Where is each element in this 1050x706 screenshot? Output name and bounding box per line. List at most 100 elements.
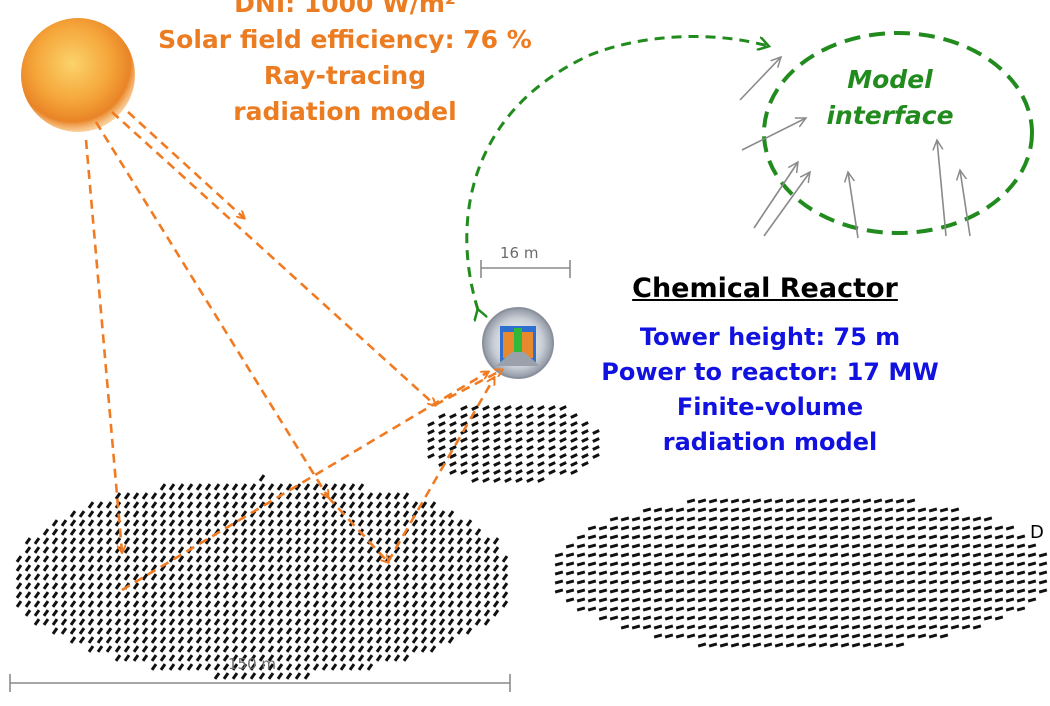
heliostat-mirror [258, 555, 266, 563]
heliostat-mirror [609, 588, 619, 594]
heliostat-mirror [321, 564, 329, 572]
heliostat-mirror [895, 525, 905, 531]
heliostat-mirror [471, 445, 479, 451]
heliostat-mirror [186, 600, 194, 608]
heliostat-mirror [928, 579, 938, 585]
heliostat-mirror [456, 528, 464, 536]
heliostat-mirror [258, 627, 266, 635]
heliostat-mirror [240, 573, 248, 581]
heliostat-mirror [983, 606, 993, 612]
heliostat-mirror [258, 573, 266, 581]
heliostat-mirror [471, 461, 479, 467]
heliostat-mirror [132, 510, 140, 518]
heliostat-mirror [357, 645, 365, 653]
heliostat-mirror [249, 636, 257, 644]
heliostat-mirror [1038, 579, 1048, 585]
heliostat-mirror [87, 564, 95, 572]
heliostat-mirror [258, 636, 266, 644]
ray-line [386, 378, 494, 563]
heliostat-mirror [402, 636, 410, 644]
heliostat-mirror [884, 498, 894, 504]
heliostat-mirror [222, 555, 230, 563]
heliostat-mirror [1016, 606, 1026, 612]
heliostat-mirror [312, 627, 320, 635]
heliostat-mirror [96, 636, 104, 644]
heliostat-mirror [884, 633, 894, 639]
heliostat-mirror [186, 555, 194, 563]
heliostat-mirror [620, 615, 630, 621]
heliostat-mirror [950, 552, 960, 558]
heliostat-mirror [303, 519, 311, 527]
heliostat-mirror [873, 597, 883, 603]
heliostat-mirror [375, 654, 383, 662]
heliostat-mirror [587, 597, 597, 603]
heliostat-mirror [339, 627, 347, 635]
heliostat-mirror [159, 582, 167, 590]
heliostat-mirror [862, 606, 872, 612]
heliostat-mirror [186, 591, 194, 599]
heliostat-mirror [276, 537, 284, 545]
heliostat-mirror [829, 552, 839, 558]
heliostat-mirror [895, 552, 905, 558]
heliostat-mirror [168, 555, 176, 563]
heliostat-mirror [141, 636, 149, 644]
heliostat-mirror [741, 570, 751, 576]
heliostat-mirror [240, 564, 248, 572]
heliostat-mirror [570, 461, 578, 467]
heliostat-mirror [730, 561, 740, 567]
heliostat-mirror [393, 519, 401, 527]
heliostat-mirror [150, 519, 158, 527]
heliostat-mirror [249, 564, 257, 572]
heliostat-mirror [818, 606, 828, 612]
heliostat-mirror [456, 546, 464, 554]
heliostat-mirror [471, 405, 479, 411]
heliostat-mirror [840, 507, 850, 513]
heliostat-mirror [168, 627, 176, 635]
heliostat-mirror [321, 600, 329, 608]
heliostat-mirror [240, 555, 248, 563]
field-efficiency-label: Solar field efficiency: 76 % [158, 25, 532, 54]
heliostat-mirror [763, 516, 773, 522]
heliostat-mirror [213, 609, 221, 617]
heliostat-mirror [917, 606, 927, 612]
heliostat-mirror [24, 582, 32, 590]
heliostat-mirror [939, 507, 949, 513]
heliostat-mirror [840, 624, 850, 630]
heliostat-mirror [1016, 570, 1026, 576]
heliostat-mirror [186, 654, 194, 662]
heliostat-mirror [375, 492, 383, 500]
heliostat-mirror [258, 600, 266, 608]
heliostat-mirror [873, 615, 883, 621]
heliostat-mirror [168, 564, 176, 572]
heliostat-mirror [686, 615, 696, 621]
heliostat-mirror [906, 507, 916, 513]
heliostat-mirror [537, 429, 545, 435]
heliostat-mirror [402, 618, 410, 626]
heliostat-mirror [357, 546, 365, 554]
heliostat-mirror [87, 627, 95, 635]
heliostat-mirror [686, 570, 696, 576]
heliostat-mirror [576, 534, 586, 540]
heliostat-mirror [504, 405, 512, 411]
heliostat-mirror [642, 579, 652, 585]
heliostat-mirror [719, 507, 729, 513]
heliostat-mirror [186, 645, 194, 653]
heliostat-mirror [204, 636, 212, 644]
heliostat-mirror [719, 498, 729, 504]
heliostat-mirror [785, 588, 795, 594]
heliostat-mirror [222, 582, 230, 590]
heliostat-mirror [213, 618, 221, 626]
heliostat-mirror [493, 469, 501, 475]
heliostat-mirror [96, 582, 104, 590]
heliostat-mirror [642, 597, 652, 603]
heliostat-mirror [87, 600, 95, 608]
heliostat-mirror [42, 618, 50, 626]
heliostat-mirror [60, 555, 68, 563]
heliostat-mirror [873, 534, 883, 540]
heliostat-mirror [939, 525, 949, 531]
heliostat-mirror [294, 609, 302, 617]
heliostat-mirror [493, 405, 501, 411]
heliostat-mirror [393, 609, 401, 617]
heliostat-mirror [213, 555, 221, 563]
heliostat-mirror [222, 609, 230, 617]
